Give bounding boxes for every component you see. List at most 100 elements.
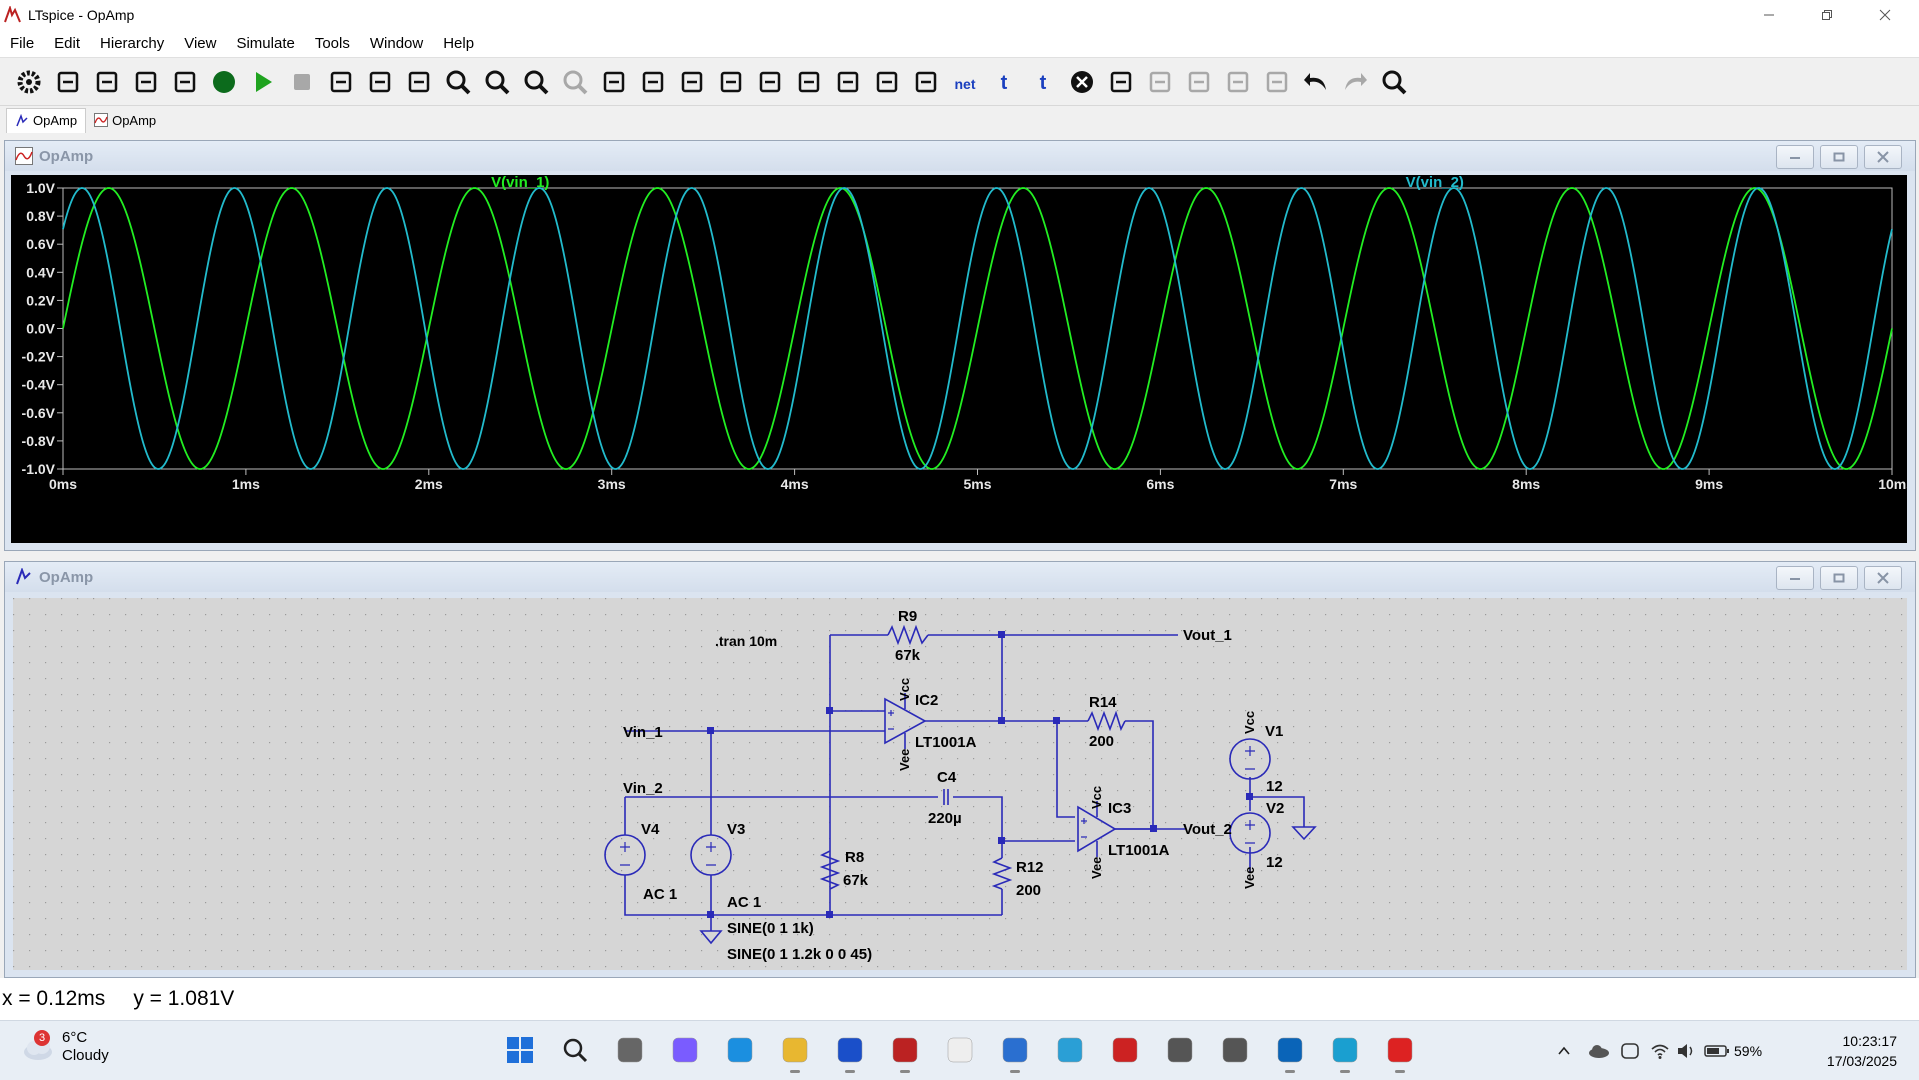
tab-schematic[interactable]: OpAmp [6,107,87,133]
tile-vertical-button[interactable] [323,64,359,100]
mirror-button[interactable] [1181,64,1217,100]
file-explorer-taskbar-button[interactable] [778,1033,812,1073]
save-button[interactable] [128,64,164,100]
restore-button[interactable] [1798,0,1856,29]
waveform-window-title: OpAmp [39,147,94,165]
move-button[interactable] [1103,64,1139,100]
clock[interactable]: 10:23:17 17/03/2025 [1827,1031,1897,1071]
tran-directive[interactable]: .tran 10m [715,633,777,649]
series-line-2[interactable] [62,187,1893,470]
diode-button[interactable] [869,64,905,100]
globe-app-taskbar-button[interactable] [1053,1033,1087,1067]
tile-horizontal-button[interactable] [362,64,398,100]
snipping-tool-taskbar-button[interactable] [1108,1033,1142,1067]
start-taskbar-button[interactable] [503,1033,537,1067]
drag-button[interactable] [1142,64,1178,100]
menu-edit[interactable]: Edit [54,34,81,52]
schematic-window-title: OpAmp [39,568,94,586]
schematic-drawing[interactable]: .tran 10m R9 67k Vout_1 IC2 LT1001A Vcc … [13,598,1907,970]
open-button[interactable] [89,64,125,100]
label-net-button[interactable] [713,64,749,100]
copilot-icon [672,1037,698,1063]
schematic-window-titlebar: OpAmp [5,562,1915,592]
waveform-chart[interactable]: 1.0V0.8V0.6V0.4V0.2V0.0V-0.2V-0.4V-0.6V-… [11,174,1915,543]
task-view-taskbar-button[interactable] [613,1033,647,1067]
undo-button[interactable] [1298,64,1334,100]
waveform-minimize-button[interactable] [1776,145,1814,169]
weather-widget[interactable]: 3 6°C Cloudy [20,1029,109,1065]
inductor-button[interactable] [830,64,866,100]
find-button[interactable] [1376,64,1412,100]
wire-button[interactable] [635,64,671,100]
close-button[interactable] [1856,0,1914,29]
open-icon [96,71,118,92]
text-button[interactable]: t [986,64,1022,100]
copilot-taskbar-button[interactable] [668,1033,702,1067]
zoom-out-icon [485,70,510,94]
capacitor-button[interactable] [791,64,827,100]
rotate-button[interactable] [1220,64,1256,100]
menu-hierarchy[interactable]: Hierarchy [100,34,165,52]
ac-analysis-button[interactable] [206,64,242,100]
duplicate-button[interactable] [1259,64,1295,100]
zoom-in-button[interactable] [440,64,476,100]
restore-icon [1822,9,1832,20]
delete-button[interactable] [1064,64,1100,100]
gear-button[interactable] [11,64,47,100]
tab-waveform[interactable]: OpAmp [86,108,164,132]
notes-taskbar-button[interactable] [998,1033,1032,1073]
resistor-button[interactable] [752,64,788,100]
menu-help[interactable]: Help [443,34,475,52]
zoom-out-button[interactable] [479,64,515,100]
spice-directive-icon-label: t [1040,72,1047,94]
acrobat-taskbar-button[interactable] [1383,1033,1417,1073]
chrome-taskbar-button[interactable] [1218,1033,1252,1067]
legend-2[interactable]: V(vin_2) [1406,174,1464,191]
zoom-fit-button[interactable] [518,64,554,100]
print-button[interactable] [167,64,203,100]
waveform-close-button[interactable] [1864,145,1902,169]
volume-icon[interactable] [1676,1042,1696,1060]
legend-1[interactable]: V(vin_1) [491,174,549,191]
meet-now-icon[interactable] [1620,1041,1640,1061]
delete-icon [1071,70,1093,93]
zoom-back-button[interactable] [557,64,593,100]
schematic-close-button[interactable] [1864,566,1902,590]
net-button[interactable]: net [947,64,983,100]
schematic-minimize-button[interactable] [1776,566,1814,590]
sync-app-taskbar-button[interactable] [723,1033,757,1067]
edge-taskbar-button[interactable] [1328,1033,1362,1073]
outlook-taskbar-button[interactable] [1273,1033,1307,1073]
schematic-canvas[interactable]: .tran 10m R9 67k Vout_1 IC2 LT1001A Vcc … [13,598,1907,970]
redo-button[interactable] [1337,64,1373,100]
menu-tools[interactable]: Tools [314,34,350,52]
run-button[interactable] [245,64,281,100]
calculator-taskbar-button[interactable] [1163,1033,1197,1067]
wifi-icon[interactable] [1650,1042,1670,1060]
menu-window[interactable]: Window [369,34,424,52]
onedrive-cloud-icon[interactable] [1588,1043,1610,1059]
menu-view[interactable]: View [184,34,217,52]
minimize-button[interactable] [1740,0,1798,29]
ic2-vee: Vee [897,749,912,771]
menu-simulate[interactable]: Simulate [236,34,295,52]
battery-icon[interactable] [1704,1044,1730,1058]
ltspice-taskbar-button[interactable] [888,1033,922,1073]
notepad-taskbar-button[interactable] [943,1033,977,1067]
kite-app-taskbar-button[interactable] [833,1033,867,1073]
net-icon: net [955,76,976,92]
schematic-maximize-button[interactable] [1820,566,1858,590]
autorange-button[interactable] [596,64,632,100]
spice-directive-button[interactable]: t [1025,64,1061,100]
waveform-maximize-button[interactable] [1820,145,1858,169]
cascade-button[interactable] [401,64,437,100]
menu-file[interactable]: File [10,34,35,52]
search-taskbar-button[interactable] [558,1033,592,1067]
new-schematic-button[interactable] [50,64,86,100]
component-button[interactable] [908,64,944,100]
ground-button[interactable] [674,64,710,100]
series-line-1[interactable] [62,187,1893,470]
halt-button[interactable] [284,64,320,100]
chevron-up-icon[interactable] [1556,1043,1572,1059]
